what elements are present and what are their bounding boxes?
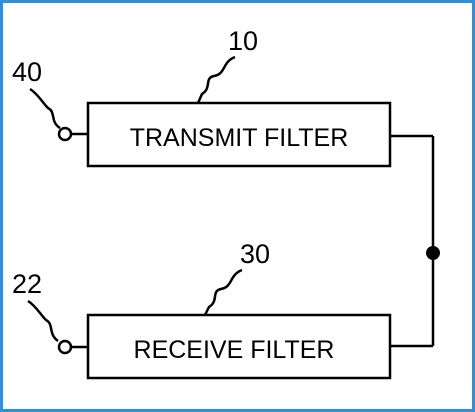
transmit-filter-label: TRANSMIT FILTER <box>130 124 349 152</box>
block-diagram: TRANSMIT FILTER RECEIVE FILTER 10 30 40 … <box>12 26 440 380</box>
transmit-port-terminal <box>57 126 73 142</box>
receive-filter-block <box>86 313 392 380</box>
receive-filter-leader <box>203 268 243 316</box>
transmit-port-ref: 40 <box>12 57 42 87</box>
transmit-port-leader <box>29 87 61 130</box>
junction-node <box>426 246 440 260</box>
receive-port-ref: 22 <box>12 269 42 299</box>
receive-filter-label: RECEIVE FILTER <box>134 336 335 364</box>
transmit-filter-leader <box>196 55 236 104</box>
transmit-filter-block <box>86 101 392 168</box>
transmit-filter-ref: 10 <box>228 26 258 56</box>
receive-port-leader <box>27 299 59 343</box>
receive-port-terminal <box>57 339 73 355</box>
receive-filter-ref: 30 <box>240 239 270 269</box>
